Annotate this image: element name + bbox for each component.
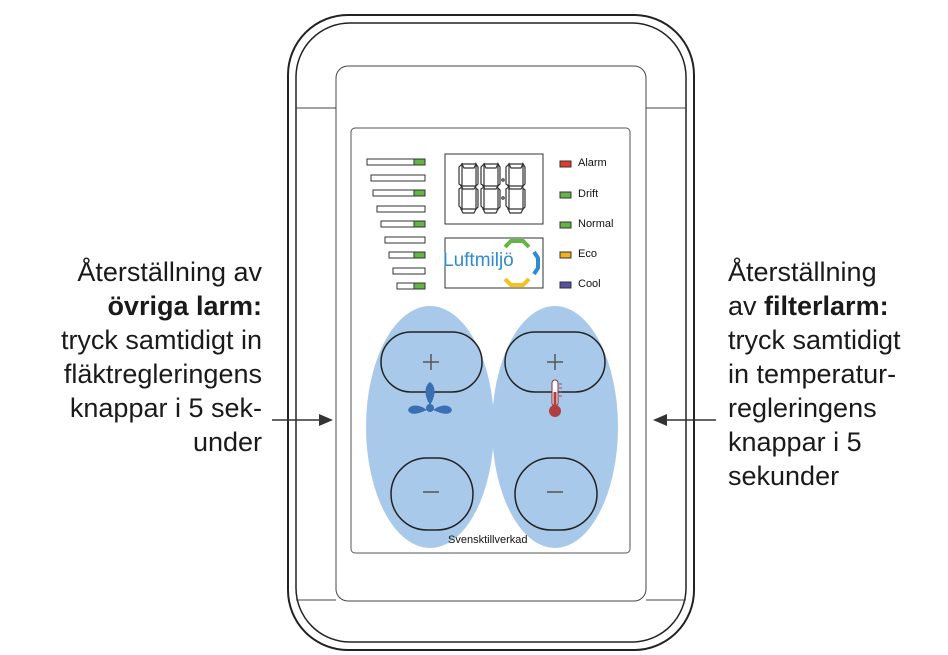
led-alarm: [559, 160, 572, 168]
led-eco: [559, 251, 572, 259]
led-label-eco: Eco: [578, 248, 597, 260]
left-instruction: Återställning av övriga larm: tryck samt…: [0, 255, 262, 459]
left-arrow: [272, 414, 333, 426]
left-note-line: under: [192, 427, 262, 457]
luftmiljo-logo-icon: [503, 239, 540, 287]
fan-plus-button[interactable]: [380, 331, 483, 393]
housing-inner: [295, 22, 687, 643]
status-leds: [559, 160, 572, 289]
led-label-normal: Normal: [578, 218, 614, 230]
right-note-bold-line: av filterlarm:: [728, 291, 889, 321]
left-note-bold: övriga larm:: [107, 291, 262, 321]
left-note-line: Återställning av: [77, 257, 262, 287]
right-note-line: sekunder: [728, 461, 840, 491]
thermometer-icon: [549, 379, 562, 417]
temperature-minus-button[interactable]: [514, 457, 598, 531]
right-instruction: Återställning av filterlarm: tryck samti…: [728, 255, 948, 493]
right-arrow: [653, 414, 716, 426]
led-label-cool: Cool: [578, 278, 601, 290]
right-note-line: tryck samtidigt: [728, 325, 901, 355]
led-label-drift: Drift: [578, 188, 599, 200]
left-note-line: knappar i 5 sek-: [69, 393, 262, 423]
right-note-line: Återställning: [728, 257, 877, 287]
fan-speed-indicator: [366, 158, 426, 290]
right-note-line: knappar i 5: [728, 427, 862, 457]
panel-footer-text: Svensktillverkad: [448, 534, 528, 546]
brand-logo-text: Luftmiljö: [443, 250, 514, 271]
led-cool: [559, 281, 572, 289]
led-normal: [559, 221, 572, 229]
led-drift: [559, 191, 572, 199]
seven-segment-display: [444, 153, 544, 225]
right-note-line: regleringens: [728, 393, 877, 423]
fan-minus-button[interactable]: [390, 457, 474, 531]
led-label-alarm: Alarm: [578, 157, 607, 169]
left-note-line: fläktregleringens: [63, 359, 262, 389]
right-note-line: in temperatur-: [728, 359, 897, 389]
left-note-line: tryck samtidigt in: [60, 325, 262, 355]
fan-icon: [408, 382, 452, 414]
